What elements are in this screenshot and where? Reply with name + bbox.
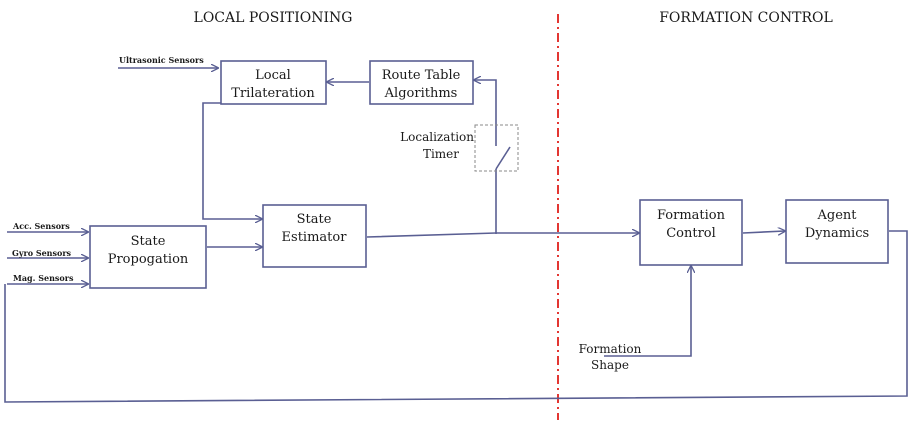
- formation-control-block: Formation Control: [639, 199, 743, 266]
- ultrasonic-sensors-label: Ultrasonic Sensors: [119, 55, 204, 65]
- localization-timer-label-line1: Localization: [400, 130, 474, 144]
- route-table-line1: Route Table: [382, 68, 461, 83]
- agent-dynamics-line1: Agent: [817, 208, 858, 223]
- agent-dynamics-block: Agent Dynamics: [785, 199, 889, 264]
- formation-shape-label-line2: Shape: [591, 358, 629, 372]
- state-propogation-line1: State: [131, 234, 166, 249]
- state-estimator-line2: Estimator: [282, 230, 348, 245]
- local-positioning-title: LOCAL POSITIONING: [194, 10, 353, 26]
- state-propogation-line2: Propogation: [108, 252, 189, 267]
- local-trilateration-line2: Trilateration: [231, 86, 315, 101]
- timer-feedback-wire-upper: [474, 80, 497, 146]
- formation-control-line2: Control: [666, 226, 716, 241]
- formation-shape-label-line1: Formation: [579, 342, 642, 356]
- outer-feedback-loop: [4, 230, 908, 403]
- localization-timer-switch: [474, 124, 519, 172]
- agent-dynamics-line2: Dynamics: [805, 226, 869, 241]
- formation-control-title: FORMATION CONTROL: [659, 10, 833, 26]
- route-table-line2: Algorithms: [384, 86, 458, 101]
- localization-timer-label-line2: Timer: [423, 147, 459, 161]
- route-table-block: Route Table Algorithms: [369, 60, 474, 105]
- state-estimator-block: State Estimator: [262, 204, 367, 268]
- state-propogation-block: State Propogation: [89, 225, 207, 289]
- trilateration-to-estimator-wire: [202, 102, 262, 219]
- formation-to-dynamics-wire: [742, 231, 785, 233]
- shape-to-formation-wire: [604, 266, 691, 357]
- state-estimator-line1: State: [297, 212, 332, 227]
- estimator-to-formation-wire: [366, 233, 639, 238]
- formation-control-line1: Formation: [657, 208, 726, 223]
- timer-switch-blade: [495, 146, 511, 170]
- acc-sensors-label: Acc. Sensors: [12, 221, 70, 231]
- gyro-sensors-label: Gyro Sensors: [12, 248, 72, 258]
- mag-sensors-label: Mag. Sensors: [13, 273, 74, 283]
- local-trilateration-block: Local Trilateration: [220, 60, 327, 105]
- local-trilateration-line1: Local: [255, 68, 291, 83]
